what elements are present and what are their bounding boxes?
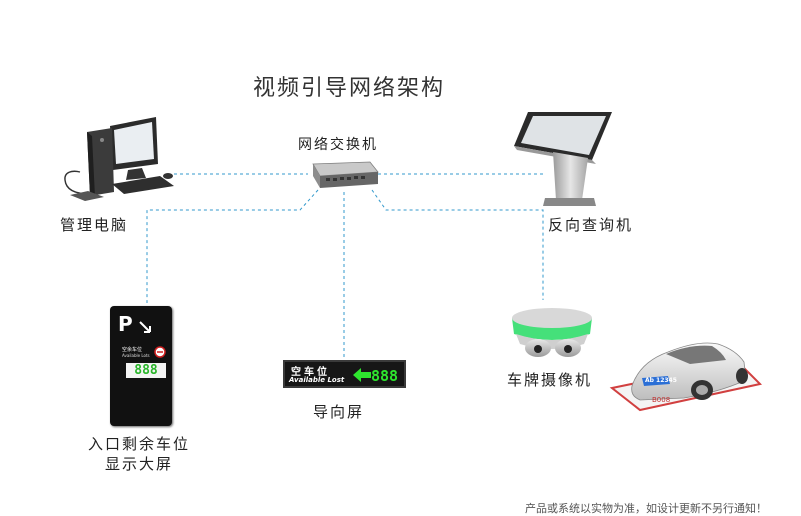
guide-screen: 空车位 Available Lost 888: [283, 360, 406, 388]
parking-floor-text: B008: [652, 396, 671, 404]
big-screen-cn-text: 空余车位: [122, 347, 143, 353]
arrow-left-icon: [353, 368, 371, 382]
camera-label: 车牌摄像机: [507, 371, 593, 389]
big-screen-en-text: Available Lots: [122, 353, 150, 358]
big-screen-label-line2: 显示大屏: [105, 455, 174, 473]
query-kiosk-icon: [514, 112, 612, 206]
plate-camera-icon: [512, 308, 592, 357]
pc-label: 管理电脑: [60, 216, 129, 234]
car-plate-text: Ab 12345: [645, 377, 677, 384]
connector-switch-camera: [371, 189, 544, 300]
car-illustration: [609, 342, 763, 412]
parking-p-symbol: P: [118, 312, 133, 336]
kiosk-label: 反向查询机: [548, 216, 634, 234]
big-screen-label: 入口剩余车位 显示大屏: [88, 434, 190, 474]
connector-switch-bigscreen: [146, 189, 319, 303]
guide-screen-en-text: Available Lost: [289, 376, 345, 384]
guide-screen-number: 888: [371, 367, 399, 385]
management-pc-icon: [64, 117, 174, 201]
switch-label: 网络交换机: [298, 137, 378, 153]
diagram-title: 视频引导网络架构: [253, 76, 446, 101]
no-parking-icon: [154, 346, 166, 358]
car-arrow-icon: [139, 321, 151, 333]
guide-screen-label: 导向屏: [313, 403, 365, 421]
guide-screen-cn-text: 空车位: [291, 367, 330, 378]
network-switch-icon: [312, 161, 379, 188]
big-screen-number: 888: [126, 363, 166, 378]
big-screen-label-line1: 入口剩余车位: [88, 435, 191, 453]
footer-note: 产品或系统以实物为准，如设计更新不另行通知！: [525, 502, 767, 515]
entrance-big-screen: P 空余车位 Available Lots 888: [110, 306, 172, 426]
